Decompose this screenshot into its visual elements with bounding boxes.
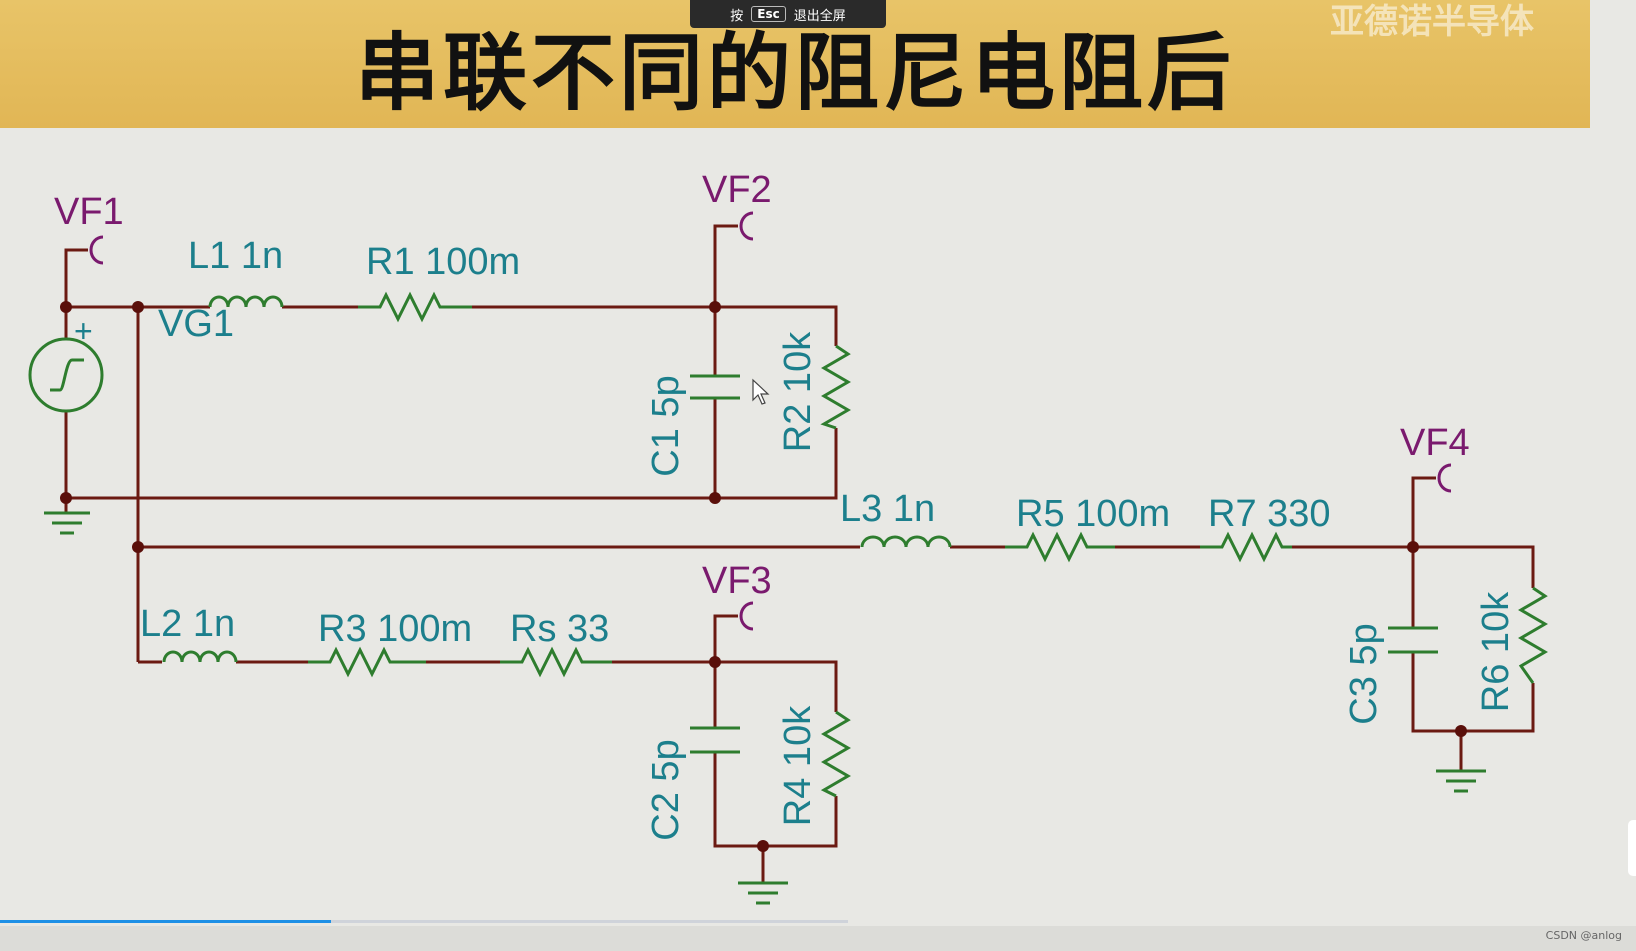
junction-nodes bbox=[60, 301, 1467, 852]
label-r4: R4 10k bbox=[777, 705, 819, 826]
node bbox=[757, 840, 769, 852]
label-r2: R2 10k bbox=[777, 331, 819, 452]
label-c2: C2 5p bbox=[645, 739, 687, 840]
node bbox=[1407, 541, 1419, 553]
watermark-logo: 亚德诺半导体 bbox=[1330, 2, 1534, 42]
press-label: 按 bbox=[730, 8, 744, 24]
capacitor-c2 bbox=[690, 726, 740, 754]
probe-label-vf3: VF3 bbox=[702, 560, 772, 602]
resistor-rs bbox=[500, 646, 612, 678]
resistor-r2 bbox=[820, 344, 851, 430]
node bbox=[60, 492, 72, 504]
inductor-l3 bbox=[860, 535, 952, 548]
wire-middle-branch bbox=[138, 545, 1535, 733]
wire-probe-vf4 bbox=[1411, 476, 1436, 547]
wire-probe-vf3 bbox=[713, 614, 738, 662]
resistor-r5 bbox=[1005, 531, 1115, 563]
resistor-r1 bbox=[358, 291, 472, 323]
resistor-r4 bbox=[820, 710, 851, 798]
ground-symbol-1 bbox=[44, 511, 90, 535]
slide-title: 串联不同的阻尼电阻后 bbox=[354, 23, 1235, 122]
node bbox=[709, 301, 721, 313]
probe-hook-vf1 bbox=[89, 235, 104, 265]
probe-symbols bbox=[89, 211, 1452, 631]
node bbox=[709, 492, 721, 504]
ground-symbol-3 bbox=[1436, 769, 1486, 793]
source-label-vg1: VG1 bbox=[158, 303, 234, 345]
inductor-l2 bbox=[162, 650, 238, 663]
probe-label-vf2: VF2 bbox=[702, 169, 772, 211]
label-c1: C1 5p bbox=[645, 375, 687, 476]
label-c3: C3 5p bbox=[1343, 623, 1385, 724]
node bbox=[1455, 725, 1467, 737]
step-source-vg1 bbox=[28, 337, 104, 413]
capacitor-c1 bbox=[690, 374, 740, 400]
node bbox=[60, 301, 72, 313]
fullscreen-exit-hint[interactable]: 按 Esc 退出全屏 bbox=[690, 0, 886, 28]
label-rs: Rs 33 bbox=[510, 608, 609, 650]
resistor-r3 bbox=[308, 646, 426, 678]
label-l3: L3 1n bbox=[840, 488, 935, 530]
label-r1: R1 100m bbox=[366, 241, 520, 283]
probe-hook-vf3 bbox=[739, 601, 754, 631]
wire-bottom-branch bbox=[138, 660, 838, 848]
mouse-cursor-icon bbox=[752, 378, 770, 405]
exit-fullscreen-label: 退出全屏 bbox=[793, 8, 846, 24]
inductor-l1 bbox=[208, 295, 284, 308]
esc-key-badge: Esc bbox=[751, 6, 786, 22]
probe-label-vf4: VF4 bbox=[1400, 422, 1470, 464]
video-progress-fill[interactable] bbox=[0, 920, 331, 923]
side-handle[interactable] bbox=[1628, 820, 1636, 876]
ground-symbol-2 bbox=[738, 881, 788, 905]
node bbox=[132, 301, 144, 313]
label-r3: R3 100m bbox=[318, 608, 472, 650]
wire-probe-vf1 bbox=[64, 248, 88, 307]
label-r5: R5 100m bbox=[1016, 493, 1170, 535]
label-r7: R7 330 bbox=[1208, 493, 1331, 535]
video-progress-track[interactable] bbox=[0, 920, 848, 923]
capacitor-c3 bbox=[1388, 626, 1438, 654]
label-l2: L2 1n bbox=[140, 603, 235, 645]
probe-hook-vf4 bbox=[1437, 463, 1452, 493]
node bbox=[132, 541, 144, 553]
step-glyph bbox=[50, 358, 84, 392]
label-r6: R6 10k bbox=[1475, 591, 1517, 712]
circuit-schematic: VF1 VF2 VF3 VF4 VG1 + L1 1n R1 100m L2 1… bbox=[28, 169, 1548, 905]
node bbox=[709, 656, 721, 668]
components bbox=[28, 291, 1548, 905]
bottom-bar bbox=[0, 926, 1636, 951]
source-polarity: + bbox=[74, 313, 93, 349]
resistor-r7 bbox=[1200, 531, 1292, 563]
resistor-r6 bbox=[1518, 586, 1548, 684]
wire-probe-vf2 bbox=[713, 224, 738, 307]
label-l1: L1 1n bbox=[188, 235, 283, 277]
credit-text: CSDN @anlog bbox=[1545, 929, 1622, 942]
probe-hook-vf2 bbox=[739, 211, 754, 241]
probe-label-vf1: VF1 bbox=[54, 191, 124, 233]
